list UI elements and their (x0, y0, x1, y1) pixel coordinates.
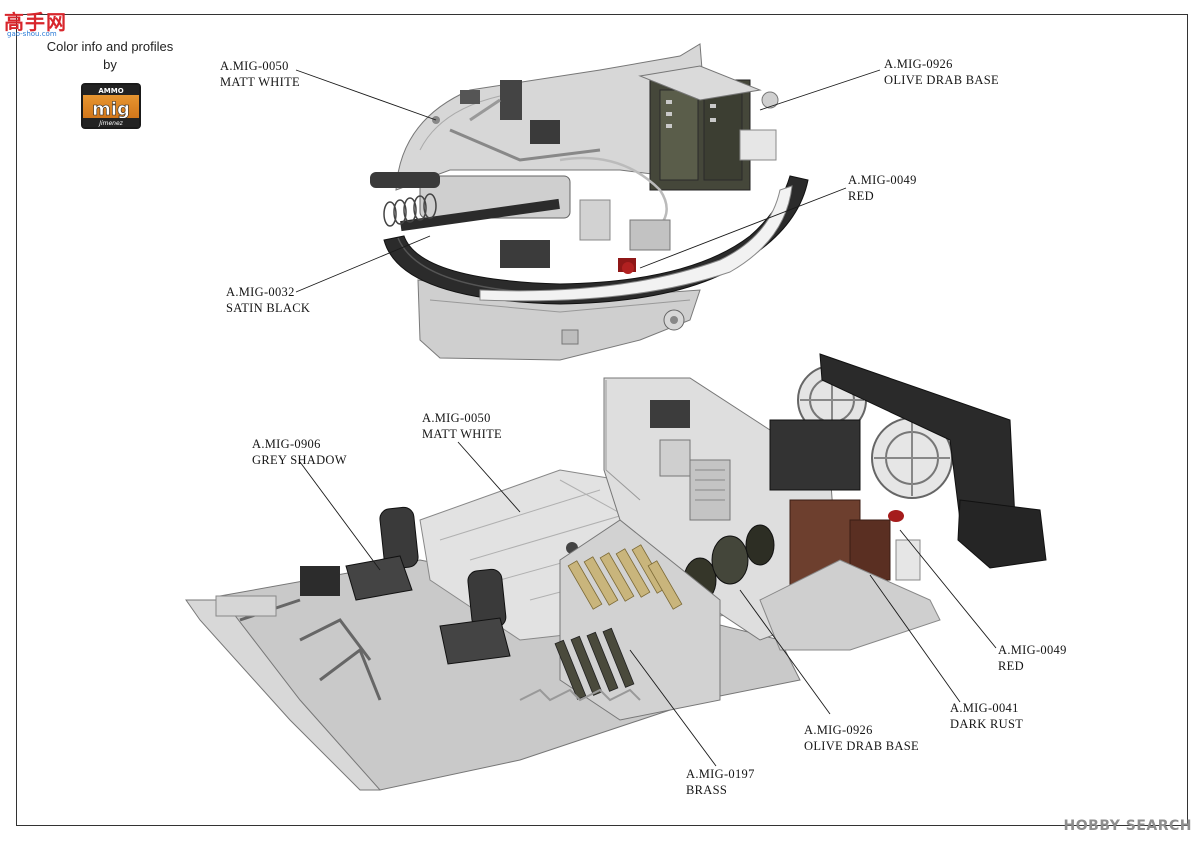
site-logo-chars: 高手网 (4, 10, 67, 34)
callout-brass: A.MIG-0197 BRASS (686, 766, 755, 798)
callout-dark-rust: A.MIG-0041 DARK RUST (950, 700, 1023, 732)
mig-logo-bottom-text: Jimenez (98, 120, 123, 127)
credit-line-1: Color info and profiles (46, 39, 174, 54)
callout-color-name: BRASS (686, 783, 728, 797)
callout-color-name: GREY SHADOW (252, 453, 347, 467)
callout-color-name: OLIVE DRAB BASE (804, 739, 919, 753)
page-frame (16, 14, 1188, 826)
hull-drawing (185, 353, 1047, 791)
site-logo-url: gao-shou.com (7, 30, 57, 38)
callout-matt-white-turret: A.MIG-0050 MATT WHITE (220, 58, 300, 90)
callout-code: A.MIG-0049 (998, 643, 1067, 657)
callout-olive-drab-turret: A.MIG-0926 OLIVE DRAB BASE (884, 56, 999, 88)
hobby-search-watermark: HOBBY SEARCH (1063, 818, 1192, 834)
callout-satin-black: A.MIG-0032 SATIN BLACK (226, 284, 310, 316)
callout-red-turret: A.MIG-0049 RED (848, 172, 917, 204)
leader-lines (295, 69, 997, 767)
callout-color-name: MATT WHITE (220, 75, 300, 89)
callout-code: A.MIG-0197 (686, 767, 755, 781)
callout-color-name: RED (848, 189, 874, 203)
mig-logo-top-text: AMMO (98, 87, 123, 95)
callout-red-hull: A.MIG-0049 RED (998, 642, 1067, 674)
callout-code: A.MIG-0032 (226, 285, 295, 299)
callout-matt-white-hull: A.MIG-0050 MATT WHITE (422, 410, 502, 442)
credit-line-2: by (103, 57, 117, 72)
credit-heading: Color info and profiles by (30, 38, 190, 74)
callout-color-name: SATIN BLACK (226, 301, 311, 315)
mig-logo-main-text: mig (92, 99, 130, 120)
ammo-mig-logo: AMMO mig Jimenez (81, 83, 141, 129)
callout-color-name: MATT WHITE (422, 427, 502, 441)
turret-drawing (370, 43, 809, 361)
callout-grey-shadow: A.MIG-0906 GREY SHADOW (252, 436, 347, 468)
callout-code: A.MIG-0926 (804, 723, 873, 737)
callout-code: A.MIG-0050 (422, 411, 491, 425)
callout-code: A.MIG-0050 (220, 59, 289, 73)
callout-code: A.MIG-0926 (884, 57, 953, 71)
callout-code: A.MIG-0049 (848, 173, 917, 187)
callout-color-name: OLIVE DRAB BASE (884, 73, 999, 87)
callout-code: A.MIG-0041 (950, 701, 1019, 715)
callout-color-name: RED (998, 659, 1024, 673)
callout-color-name: DARK RUST (950, 717, 1024, 731)
callout-olive-drab-hull: A.MIG-0926 OLIVE DRAB BASE (804, 722, 919, 754)
site-logo: 高手网 gao-shou.com (4, 6, 74, 40)
callout-code: A.MIG-0906 (252, 437, 321, 451)
